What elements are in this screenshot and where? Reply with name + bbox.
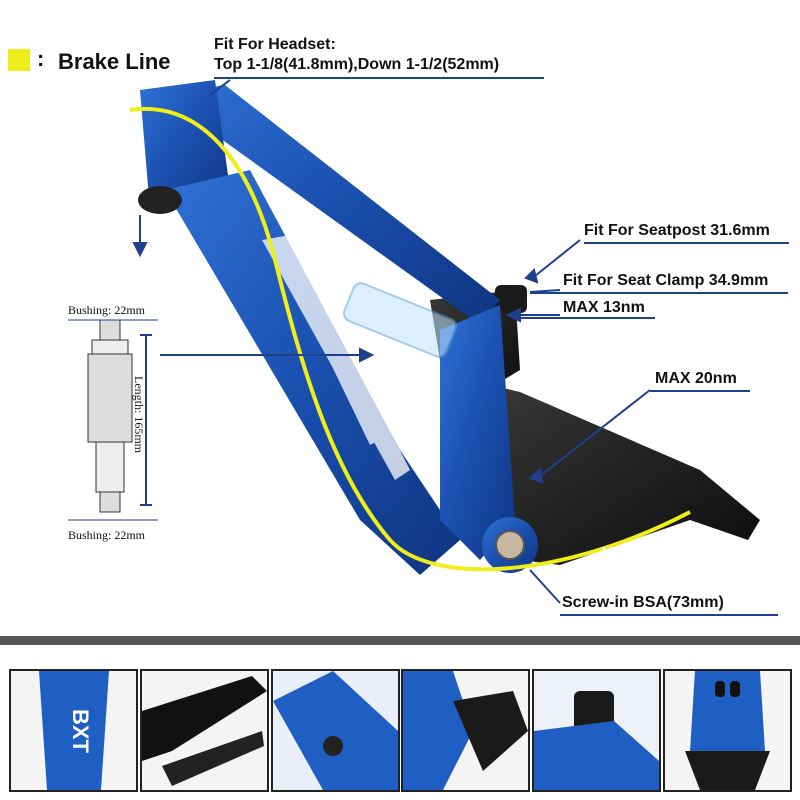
headset-underline: [214, 77, 544, 79]
seat-clamp-label: Fit For Seat Clamp 34.9mm: [563, 272, 769, 289]
section-divider: [0, 636, 800, 645]
xc-decal-suffix: 100MM: [628, 549, 665, 561]
thumbnail-brand-text: BXT: [68, 709, 93, 754]
brake-line-legend-label: Brake Line: [58, 49, 171, 74]
thumbnail-rear-triangle: [140, 669, 269, 792]
bsa-underline: [560, 614, 778, 616]
shock-length-label: Length: 165mm: [132, 376, 146, 453]
bsa-label: Screw-in BSA(73mm): [562, 594, 724, 611]
max20-underline: [650, 390, 750, 392]
frame-rear-shock: [342, 282, 458, 358]
bushing-top-label: Bushing: 22mm: [68, 303, 146, 317]
callout-arrows: [132, 79, 651, 604]
seatpost-underline: [584, 242, 789, 244]
thumbnail-head-tube: BXT: [9, 669, 138, 792]
lower-headset-cup: [138, 186, 182, 214]
bushing-bottom-label: Bushing: 22mm: [68, 528, 146, 542]
seat-clamp: [495, 285, 527, 313]
shock-diagram: [68, 319, 158, 521]
main-frame: [140, 80, 538, 575]
seat-clamp-underline: [530, 292, 788, 294]
brake-line: [129, 106, 691, 572]
headset-spec: Top 1-1/8(41.8mm),Down 1-1/2(52mm): [214, 56, 500, 73]
seatpost-label: Fit For Seatpost 31.6mm: [584, 222, 770, 239]
xc-decal: XC: [599, 544, 626, 564]
headset-title: Fit For Headset:: [214, 36, 336, 53]
max13-underline: [518, 317, 655, 319]
down-tube-graphics: [262, 235, 410, 480]
brake-line-legend-swatch: [8, 49, 30, 71]
max20-label: MAX 20nm: [655, 370, 737, 387]
max13-label: MAX 13nm: [563, 299, 645, 316]
legend-colon: :: [37, 46, 45, 71]
thumbnail-seat-tube: [532, 669, 661, 792]
thumbnail-seatstay-pivot: [271, 669, 400, 792]
thumbnail-rocker-link: [401, 669, 530, 792]
thumbnail-seat-clamp: [663, 669, 792, 792]
bb-shell-thread: [495, 530, 525, 560]
bike-frame-illustration: XC 100MM: [68, 79, 760, 604]
